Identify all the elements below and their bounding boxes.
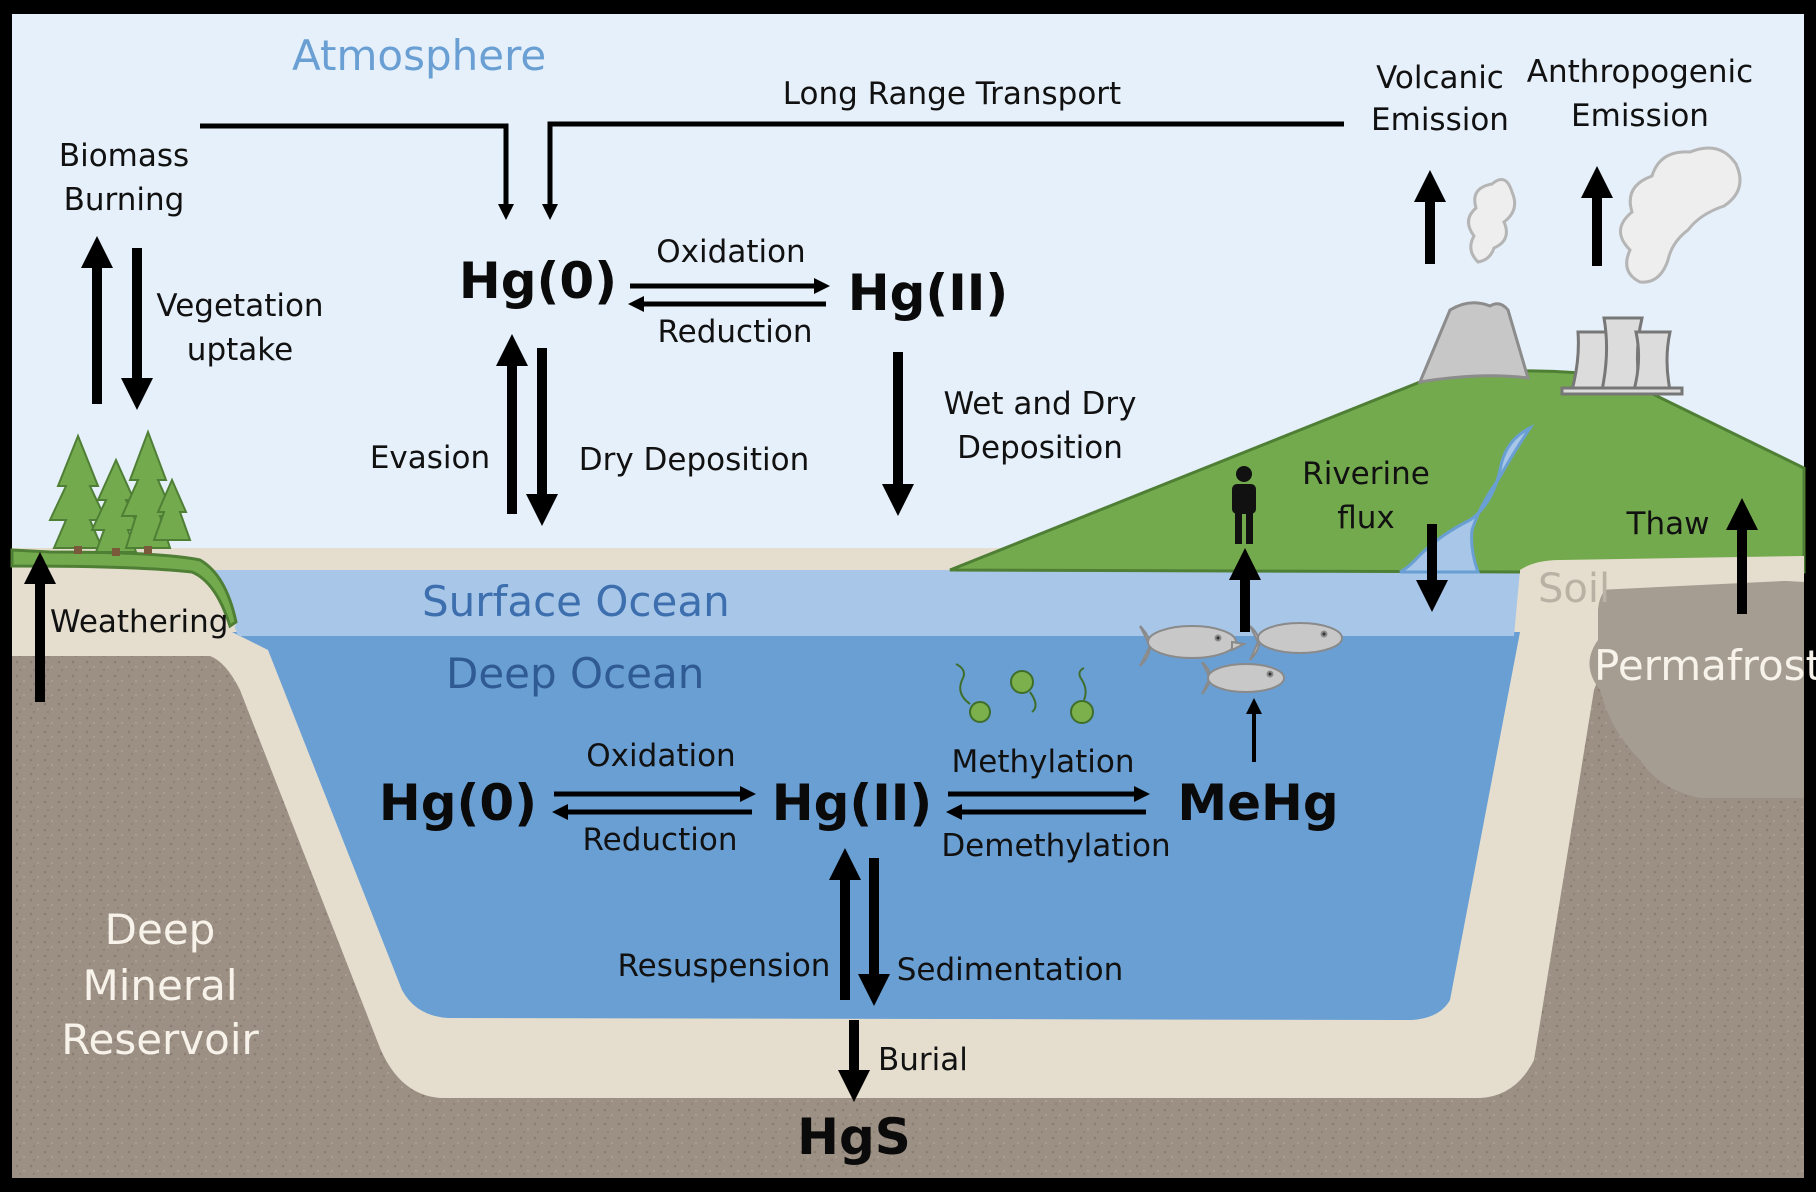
riverine-flux-label-2: flux	[1337, 500, 1395, 536]
soil-label: Soil	[1538, 566, 1610, 612]
atm-reduction-label: Reduction	[658, 314, 813, 350]
microbe-icon	[955, 663, 1094, 724]
ocean-reduction-label: Reduction	[583, 822, 738, 858]
deep-ocean-label: Deep Ocean	[446, 649, 704, 698]
dry-deposition-label: Dry Deposition	[579, 442, 810, 478]
surface-ocean-area	[214, 570, 1520, 636]
surface-ocean-label: Surface Ocean	[422, 577, 730, 626]
demethylation-label: Demethylation	[941, 828, 1170, 864]
riverine-flux-label-1: Riverine	[1302, 456, 1430, 492]
left-land	[10, 548, 238, 629]
long-range-transport-label: Long Range Transport	[783, 76, 1121, 112]
weathering-label: Weathering	[50, 604, 228, 640]
ocean-oxidation-label: Oxidation	[586, 738, 735, 774]
deep-mineral-label-2: Mineral	[82, 961, 237, 1010]
anthropogenic-emission-label-2: Emission	[1571, 98, 1709, 134]
volcanic-emission-label-2: Emission	[1371, 102, 1509, 138]
power-plant-icon	[1560, 316, 1684, 396]
smoke-icon	[1467, 146, 1742, 284]
soil-strip	[1520, 556, 1804, 632]
burial-label: Burial	[878, 1042, 968, 1078]
vegetation-uptake-label-1: Vegetation	[156, 288, 323, 324]
wet-dry-deposition-label-1: Wet and Dry	[943, 386, 1136, 422]
permafrost-label: Permafrost	[1594, 641, 1816, 690]
long-range-transport-arrow	[200, 121, 1344, 221]
thaw-label: Thaw	[1626, 506, 1710, 542]
biomass-burning-label-1: Biomass	[59, 138, 189, 174]
deep-ocean-area	[232, 632, 1520, 1020]
volcano-icon	[1417, 301, 1531, 384]
river	[1399, 424, 1535, 574]
volcanic-emission-label-1: Volcanic	[1376, 60, 1504, 96]
anthropogenic-emission-label-1: Anthropogenic	[1527, 54, 1753, 90]
resuspension-label: Resuspension	[618, 948, 831, 984]
permafrost-area	[1589, 566, 1804, 798]
hgs-label: HgS	[797, 1108, 911, 1166]
atm-oxidation-label: Oxidation	[656, 234, 805, 270]
fish-icon	[1139, 622, 1343, 695]
mehg-label: MeHg	[1177, 774, 1338, 832]
biomass-burning-label-2: Burning	[64, 182, 185, 218]
atm-hg2-label: Hg(II)	[848, 264, 1009, 322]
wet-dry-deposition-label-2: Deposition	[957, 430, 1123, 466]
evasion-label: Evasion	[370, 440, 490, 476]
atm-hg0-label: Hg(0)	[459, 252, 617, 310]
tree-icon	[48, 429, 192, 556]
person-icon	[1232, 466, 1256, 544]
ocean-hg0-label: Hg(0)	[379, 774, 537, 832]
deep-mineral-label-1: Deep	[105, 905, 216, 954]
sedimentation-label: Sedimentation	[897, 952, 1124, 988]
methylation-label: Methylation	[952, 744, 1135, 780]
deep-mineral-label-3: Reservoir	[61, 1015, 259, 1064]
vegetation-uptake-label-2: uptake	[187, 332, 293, 368]
ocean-hg2-label: Hg(II)	[772, 774, 933, 832]
atmosphere-label: Atmosphere	[292, 31, 546, 80]
